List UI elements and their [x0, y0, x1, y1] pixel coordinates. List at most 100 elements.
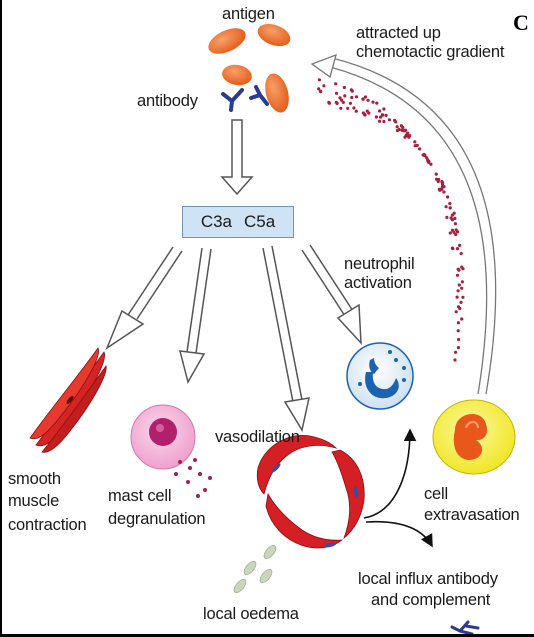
gradient-dot: [454, 310, 458, 314]
gradient-dot: [413, 140, 417, 144]
arrow-to-smooth-muscle: [105, 246, 183, 350]
gradient-dot: [459, 300, 463, 304]
gradient-dot: [379, 115, 383, 119]
gradient-dot: [322, 84, 326, 88]
gradient-dot: [387, 118, 391, 122]
gradient-dot: [448, 206, 452, 210]
gradient-dot: [448, 201, 452, 206]
gradient-dot: [338, 96, 342, 100]
gradient-dot: [317, 78, 321, 82]
gradient-dot: [382, 107, 386, 111]
gradient-dot: [401, 125, 405, 130]
gradient-dot: [361, 97, 365, 101]
gradient-dot: [456, 289, 460, 293]
gradient-dot: [455, 295, 459, 299]
gradient-dot: [455, 247, 460, 251]
arrow-to-vessel: [262, 245, 310, 432]
gradient-dot: [457, 283, 461, 287]
gradient-dot: [354, 109, 358, 113]
antigen-shape: [257, 23, 291, 47]
extravasating-cell-icon: [432, 399, 516, 475]
gradient-dot: [455, 273, 460, 277]
gradient-dot: [352, 106, 356, 110]
gradient-dot: [453, 358, 457, 362]
gradient-dot: [377, 119, 382, 123]
gradient-dot: [450, 228, 455, 232]
c3a-label: C3a: [200, 212, 232, 231]
frame-left-edge: [0, 0, 2, 637]
antigen-shape: [265, 73, 289, 113]
arrow-to-extravasation: [363, 428, 417, 519]
mast-cell-icon: [130, 404, 212, 498]
gradient-dot: [350, 95, 354, 100]
arrow-to-c3a-c5a: [220, 119, 254, 196]
gradient-dot: [434, 172, 438, 176]
neutrophil-icon: [346, 342, 414, 410]
gradient-dot: [429, 162, 433, 166]
gradient-dot: [334, 91, 339, 95]
gradient-dot: [348, 101, 352, 105]
antigen-shape: [222, 64, 252, 86]
gradient-dot: [378, 109, 382, 113]
attracted-label-line2: chemotactic gradient: [356, 43, 505, 61]
gradient-dot: [334, 100, 338, 104]
gradient-dot: [343, 94, 347, 98]
cell-label-line2: extravasation: [424, 506, 520, 524]
gradient-dot: [413, 144, 417, 148]
gradient-dot: [339, 106, 343, 110]
arrow-to-mast-cell: [178, 247, 212, 384]
oedema-drops-icon: [233, 545, 277, 593]
gradient-dot: [367, 111, 371, 115]
gradient-dot: [453, 222, 457, 226]
gradient-dot: [393, 118, 397, 122]
neutrophil-label-line1: neutrophil: [344, 255, 415, 273]
gradient-dot: [340, 98, 344, 102]
gradient-dot: [454, 232, 458, 237]
frame-bottom-edge: [0, 634, 534, 637]
gradient-dot: [461, 267, 465, 271]
chemotactic-return-arrow: [310, 53, 497, 395]
effect-arrows: [105, 244, 362, 432]
gradient-dot: [452, 211, 456, 215]
gradient-dot: [363, 95, 368, 99]
gradient-dot: [453, 216, 457, 220]
gradient-dot: [341, 100, 345, 104]
gradient-dot: [456, 329, 460, 333]
influx-label-line1: local influx antibody: [358, 570, 498, 588]
c3a-c5a-box: C3a C5a: [182, 206, 294, 238]
gradient-dot: [460, 280, 464, 284]
gradient-dot: [395, 125, 399, 129]
panel-letter: C: [513, 10, 529, 35]
gradient-dot: [363, 113, 367, 117]
antibody-group: [221, 85, 269, 112]
antigen-label: antigen: [222, 5, 275, 23]
chemotactic-gradient-dots: [317, 78, 465, 362]
oedema-label: local oedema: [203, 605, 299, 623]
gradient-dot: [425, 156, 429, 160]
antigen-shape: [208, 28, 246, 54]
gradient-dot: [457, 268, 461, 272]
gradient-dot: [423, 153, 427, 157]
gradient-dot: [446, 195, 450, 199]
gradient-dot: [444, 205, 448, 209]
gradient-dot: [371, 100, 375, 104]
gradient-dot: [456, 321, 460, 325]
gradient-dot: [374, 115, 378, 119]
antibody-icon: [450, 620, 480, 636]
gradient-dot: [441, 181, 445, 185]
gradient-dot: [460, 317, 464, 321]
vasodilation-label: vasodilation: [215, 428, 300, 446]
gradient-dot: [395, 128, 399, 133]
gradient-dot: [327, 100, 331, 104]
smooth-label-line3: contraction: [8, 516, 87, 534]
mast-label-line2: degranulation: [108, 510, 206, 528]
gradient-dot: [342, 85, 346, 90]
gradient-dot: [461, 295, 465, 299]
blood-vessel-icon: [256, 434, 365, 549]
antigen-group: [208, 23, 291, 113]
gradient-dot: [317, 87, 321, 91]
gradient-dot: [375, 101, 379, 105]
neutrophil-label-line2: activation: [344, 274, 412, 292]
gradient-dot: [458, 243, 462, 247]
